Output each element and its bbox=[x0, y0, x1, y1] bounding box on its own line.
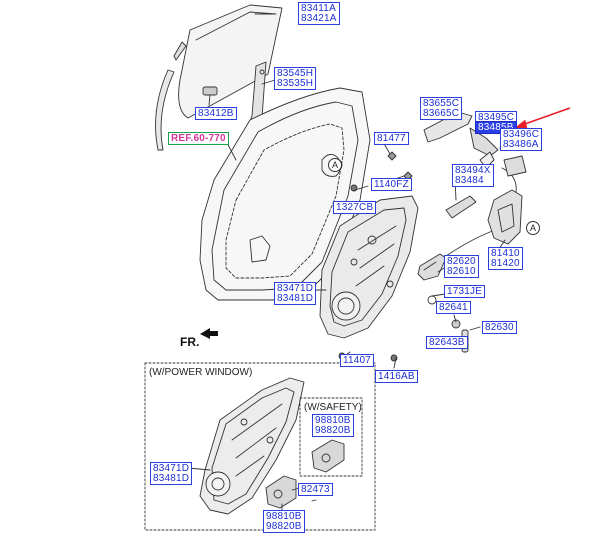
part-label-82620[interactable]: 82620 82610 bbox=[444, 255, 479, 278]
part-label-82473[interactable]: 82473 bbox=[298, 483, 333, 496]
part-label-83496c[interactable]: 83496C 83486A bbox=[500, 128, 543, 151]
part-label-1327cb[interactable]: 1327CB bbox=[333, 201, 377, 214]
part-label-83545h[interactable]: 83545H 83535H bbox=[274, 67, 317, 90]
connector-marker-a-right: A bbox=[526, 221, 540, 235]
part-label-81477[interactable]: 81477 bbox=[374, 132, 409, 145]
part-label-83471d-bottom[interactable]: 83471D 83481D bbox=[150, 462, 193, 485]
part-label-82643b[interactable]: 82643B bbox=[426, 336, 468, 349]
connector-marker-a-left: A bbox=[328, 158, 342, 172]
part-label-1140fz[interactable]: 1140FZ bbox=[371, 178, 412, 191]
part-label-83471d-top[interactable]: 83471D 83481D bbox=[274, 282, 317, 305]
reference-label[interactable]: REF.60-770 bbox=[168, 132, 229, 145]
safety-caption: (W/SAFETY) bbox=[304, 402, 362, 413]
part-label-1731je[interactable]: 1731JE bbox=[444, 285, 486, 298]
safety-motor bbox=[311, 439, 345, 473]
part-label-82630[interactable]: 82630 bbox=[482, 321, 517, 334]
part-label-83411a[interactable]: 83411A 83421A bbox=[298, 2, 340, 25]
part-label-83494x[interactable]: 83494X 83484 bbox=[452, 164, 494, 187]
part-label-11407[interactable]: 11407 bbox=[340, 354, 375, 367]
part-label-1416ab[interactable]: 1416AB bbox=[375, 370, 418, 383]
door-latch bbox=[487, 189, 523, 245]
part-label-98810b-safety[interactable]: 98810B 98820B bbox=[312, 414, 354, 437]
safety-box bbox=[299, 397, 363, 477]
part-label-82641[interactable]: 82641 bbox=[436, 301, 471, 314]
window-motor bbox=[265, 475, 297, 509]
part-label-83655c[interactable]: 83655C 83665C bbox=[420, 97, 463, 120]
part-label-98810b-bottom[interactable]: 98810B 98820B bbox=[263, 510, 305, 533]
part-label-83412b[interactable]: 83412B bbox=[195, 107, 237, 120]
front-indicator: FR. bbox=[180, 335, 200, 349]
run-channel bbox=[155, 69, 175, 151]
front-arrow bbox=[200, 328, 218, 339]
inside-handle bbox=[417, 253, 447, 281]
highlight-arrow bbox=[514, 107, 571, 129]
power-window-box bbox=[144, 362, 376, 531]
power-window-caption: (W/POWER WINDOW) bbox=[149, 367, 253, 378]
part-label-81410[interactable]: 81410 81420 bbox=[488, 247, 523, 270]
